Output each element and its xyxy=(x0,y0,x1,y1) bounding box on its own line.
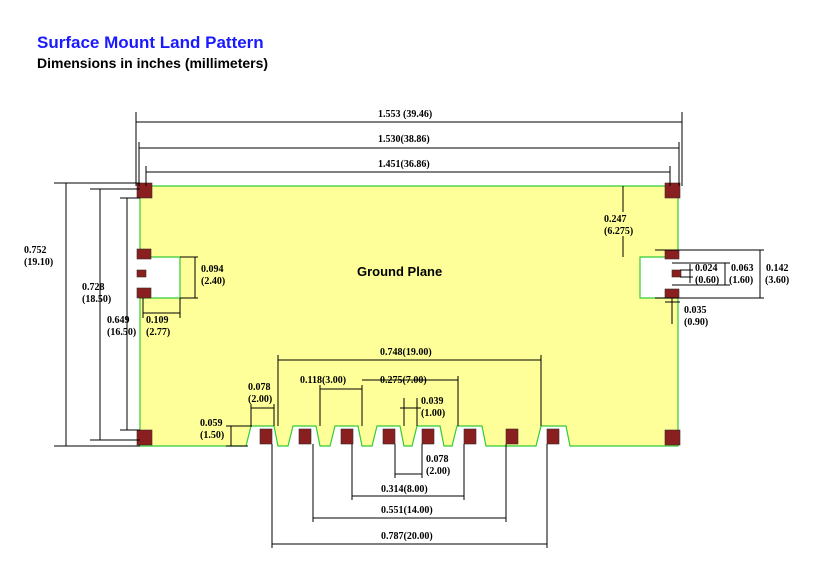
notch-span-dimension-lines xyxy=(277,355,542,426)
corner-pad-bottom-left xyxy=(136,429,153,446)
dim-pad-span-1: 0.314(8.00) xyxy=(381,484,428,495)
corner-pad-top-right xyxy=(664,182,681,199)
left-pad-bottom xyxy=(136,287,152,299)
right-pad-top xyxy=(664,249,680,260)
dim-bottom-step-mm: (2.00) xyxy=(248,394,272,405)
bottom-pad xyxy=(340,428,354,445)
ground-plane-board xyxy=(139,185,679,447)
bottom-pad xyxy=(382,428,396,445)
right-pad-bottom xyxy=(664,288,680,299)
left-pad-center xyxy=(136,269,147,278)
left-notch-dimension-lines xyxy=(142,256,198,318)
dim-inner-height-mm: (16.50) xyxy=(107,327,136,338)
corner-pad-top-left xyxy=(136,182,153,199)
dim-pad-height-in: 0.728 xyxy=(82,282,105,293)
dim-notch-width-mm: (1.00) xyxy=(421,408,445,419)
dim-right-small-in: 0.024 xyxy=(695,263,718,274)
right-dimension-lines xyxy=(622,186,764,324)
bottom-pad xyxy=(546,428,560,445)
dim-right-gap-mm: (0.90) xyxy=(684,317,708,328)
dim-right-mid-in: 0.063 xyxy=(731,263,754,274)
dim-notch-span-2: 0.275(7.00) xyxy=(380,375,427,386)
dim-right-large-in: 0.142 xyxy=(766,263,789,274)
dim-outer-pad-span: 1.530(38.86) xyxy=(378,134,430,145)
dim-bottom-depth-in: 0.059 xyxy=(200,418,223,429)
top-dimension-lines xyxy=(135,112,683,186)
dim-right-large-mm: (3.60) xyxy=(765,275,789,286)
page-title: Surface Mount Land Pattern xyxy=(37,33,264,52)
dim-right-inset-in: 0.247 xyxy=(604,214,627,225)
dim-inner-height-in: 0.649 xyxy=(107,315,130,326)
left-pad-top xyxy=(136,248,152,260)
dim-left-notch-mm: (2.40) xyxy=(201,276,225,287)
dim-inner-pad-span: 1.451(36.86) xyxy=(378,159,430,170)
bottom-pad xyxy=(259,428,273,445)
dim-right-mid-mm: (1.60) xyxy=(729,275,753,286)
dim-height-in: 0.752 xyxy=(24,245,47,256)
dim-right-small-mm: (0.60) xyxy=(695,275,719,286)
dim-left-notch-depth-in: 0.109 xyxy=(146,315,169,326)
bottom-pad xyxy=(421,428,435,445)
dim-pad-height-mm: (18.50) xyxy=(82,294,111,305)
ground-plane-label: Ground Plane xyxy=(357,264,442,279)
dim-left-notch-depth-mm: (2.77) xyxy=(146,327,170,338)
bottom-pad xyxy=(505,428,519,445)
dim-pad-span-3: 0.787(20.00) xyxy=(381,531,433,542)
left-dimension-lines xyxy=(54,182,140,447)
bottom-pad xyxy=(298,428,312,445)
dim-pitch-in: 0.078 xyxy=(426,454,449,465)
dim-bottom-depth-mm: (1.50) xyxy=(200,430,224,441)
page-subtitle: Dimensions in inches (millimeters) xyxy=(37,55,269,71)
dim-right-gap-in: 0.035 xyxy=(684,305,707,316)
bottom-left-dimension-lines xyxy=(226,404,275,447)
pad-span-dimension-lines xyxy=(271,444,548,548)
dim-pad-span-2: 0.551(14.00) xyxy=(381,505,433,516)
dim-notch-span-1: 0.118(3.00) xyxy=(300,375,346,386)
corner-pad-bottom-right xyxy=(664,429,681,446)
bottom-pad xyxy=(463,428,477,445)
dim-notch-width-in: 0.039 xyxy=(421,396,444,407)
dim-height-mm: (19.10) xyxy=(24,257,53,268)
dim-pitch-mm: (2.00) xyxy=(426,466,450,477)
right-pad-center xyxy=(671,269,682,278)
dim-right-inset-mm: (6.275) xyxy=(604,226,633,237)
dim-overall-width: 1.553 (39.46) xyxy=(378,109,432,120)
dim-left-notch-in: 0.094 xyxy=(201,264,224,275)
dim-notch-span-3: 0.748(19.00) xyxy=(380,347,432,358)
dim-bottom-step-in: 0.078 xyxy=(248,382,271,393)
